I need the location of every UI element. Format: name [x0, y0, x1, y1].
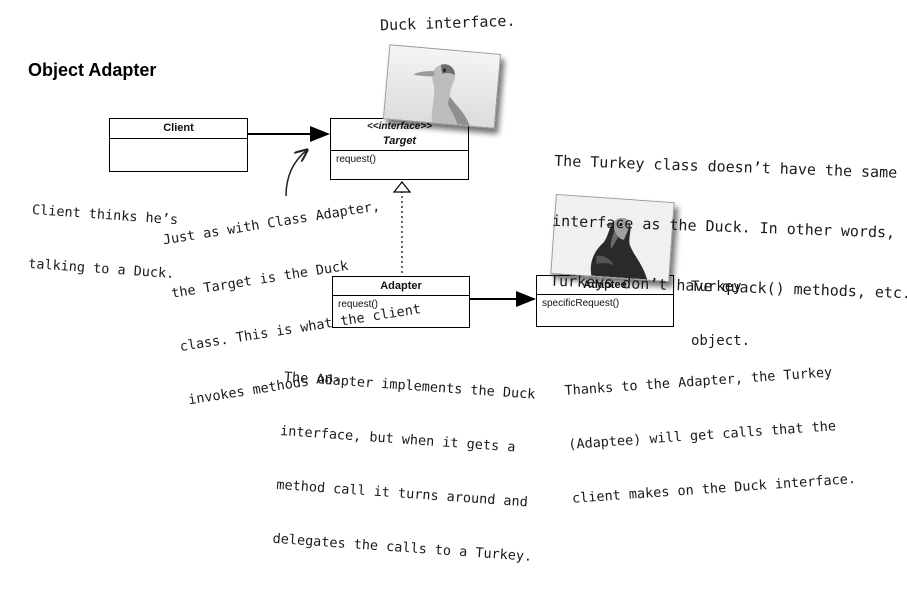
duck-illustration — [384, 45, 500, 128]
turkey-photo — [550, 193, 675, 283]
adaptee-class-name: Adaptee — [537, 276, 673, 295]
note-line: method call it turns around and — [275, 476, 529, 511]
target-stereotype: <<interface>> — [366, 121, 433, 132]
turkey-object-note: Turkey object. — [691, 242, 750, 386]
note-line: the Target is the Duck — [170, 257, 350, 302]
adapter-method: request() — [338, 299, 379, 310]
object-adapter-diagram: Object Adapter Client <<interface>> Targ… — [25, 12, 907, 565]
adapter-note: The Adapter implements the Duck interfac… — [270, 332, 547, 602]
target-note-pointer-arrow — [285, 150, 307, 197]
client-note: Client thinks he’s talking to a Duck. — [25, 165, 181, 319]
adaptee-note: Thanks to the Adapter, the Turkey (Adapt… — [561, 326, 859, 543]
note-line: Turkey — [691, 279, 742, 295]
note-line: The Adapter implements the Duck — [283, 369, 536, 403]
note-line: delegates the calls to a Turkey. — [272, 530, 533, 565]
note-line: Thanks to the Adapter, the Turkey — [564, 364, 833, 400]
diagram-title: Object Adapter — [28, 60, 157, 80]
adapter-class-name: Adapter — [333, 277, 469, 296]
note-line: talking to a Duck. — [27, 255, 175, 283]
connector-layer — [247, 126, 536, 307]
note-line: (Adaptee) will get calls that the — [567, 418, 837, 453]
target-interface-box: <<interface>> Target request() — [330, 118, 469, 180]
note-line: interface as the Duck. In other words, — [551, 211, 896, 242]
note-line: Just as with Class Adapter, — [161, 198, 382, 249]
note-line: The Turkey class doesn’t have the same — [553, 151, 898, 182]
duck-photo — [382, 44, 502, 129]
note-line: interface, but when it gets a — [279, 423, 516, 456]
adapter-class-box: Adapter request() — [332, 276, 470, 328]
client-class-name: Client — [110, 119, 247, 139]
target-class-name: Target — [382, 135, 417, 147]
note-line: client makes on the Duck interface. — [571, 470, 857, 507]
target-method: request() — [336, 154, 377, 165]
client-class-body — [110, 139, 247, 145]
target-header: <<interface>> Target — [331, 119, 468, 151]
adaptee-method: specificRequest() — [542, 298, 620, 309]
turkey-illustration — [551, 195, 674, 281]
adaptee-class-box: Adaptee specificRequest() — [536, 275, 674, 327]
note-line: object. — [691, 333, 751, 349]
realization-triangle — [392, 181, 412, 193]
client-class-box: Client — [109, 118, 248, 172]
